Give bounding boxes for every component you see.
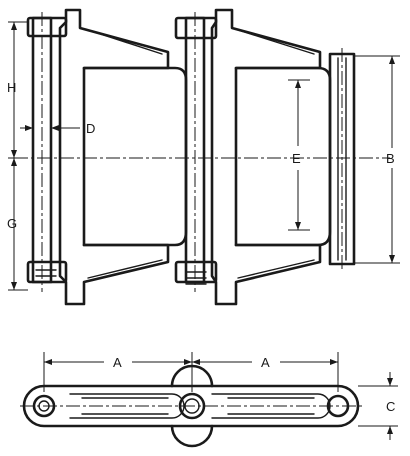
- side-link-body: [22, 364, 360, 448]
- dimension-h-g: [8, 21, 28, 291]
- label-g: G: [7, 216, 17, 231]
- left-side-plate: [58, 8, 188, 306]
- bottom-view: A A: [20, 352, 398, 448]
- label-a-right: A: [261, 355, 270, 370]
- label-b: B: [386, 151, 395, 166]
- right-side-plate: [210, 8, 332, 306]
- middle-pin: [174, 12, 218, 292]
- dimension-c: [358, 372, 398, 440]
- label-d: D: [86, 121, 95, 136]
- left-pin: [26, 12, 68, 292]
- label-e: E: [292, 151, 301, 166]
- label-a-left: A: [113, 355, 122, 370]
- label-c: C: [386, 399, 395, 414]
- label-h: H: [7, 80, 16, 95]
- dimension-e: [288, 79, 310, 231]
- dimension-b: [354, 55, 400, 264]
- right-end-bushing: [328, 48, 356, 272]
- dimension-d: [20, 125, 80, 131]
- top-view: H G D E B: [7, 8, 400, 306]
